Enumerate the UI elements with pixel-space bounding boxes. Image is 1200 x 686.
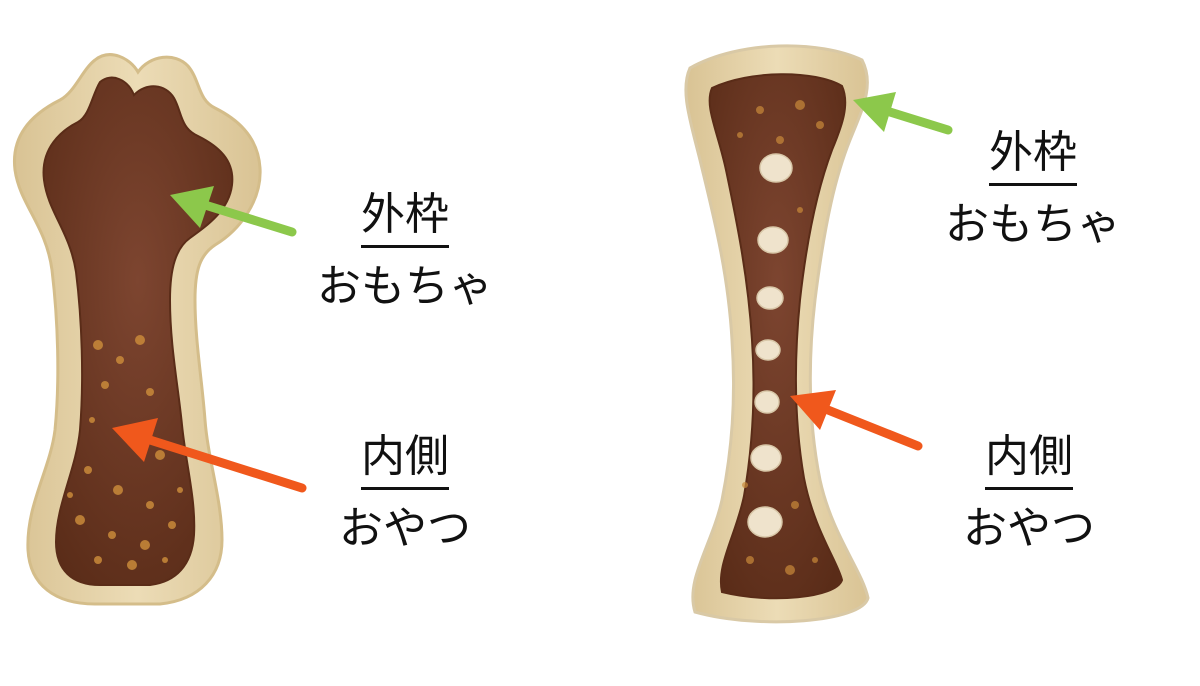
right-outer-title: 外枠 bbox=[989, 127, 1077, 186]
right-outer-arrow bbox=[853, 92, 953, 135]
right-outer-subtitle: おもちゃ bbox=[945, 198, 1121, 250]
right-inner-arrow bbox=[790, 390, 923, 451]
giraffe-speckles bbox=[67, 335, 183, 570]
bone-speckles bbox=[737, 100, 824, 575]
right-inner-subtitle: おやつ bbox=[963, 502, 1095, 554]
left-outer-label: 外枠 おもちゃ bbox=[300, 189, 510, 312]
left-inner-subtitle: おやつ bbox=[339, 502, 471, 554]
left-outer-arrow bbox=[170, 186, 297, 237]
left-outer-subtitle: おもちゃ bbox=[317, 260, 493, 312]
bone-dots bbox=[747, 153, 793, 538]
left-outer-title: 外枠 bbox=[361, 189, 449, 248]
bone-inner-treat bbox=[708, 73, 847, 600]
left-inner-arrow bbox=[112, 418, 307, 493]
right-outer-label: 外枠 おもちゃ bbox=[928, 127, 1138, 250]
bone-chew bbox=[684, 44, 870, 624]
giraffe-chew bbox=[13, 53, 262, 606]
left-inner-label: 内側 おやつ bbox=[300, 431, 510, 554]
right-inner-title: 内側 bbox=[985, 431, 1073, 490]
right-inner-label: 内側 おやつ bbox=[924, 431, 1134, 554]
left-inner-title: 内側 bbox=[361, 431, 449, 490]
